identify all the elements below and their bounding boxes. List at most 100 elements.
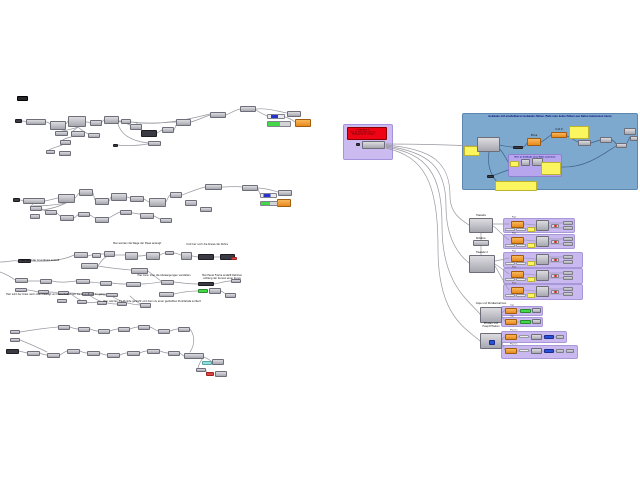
gh-component[interactable] [10, 330, 20, 334]
output-cap[interactable] [563, 221, 573, 225]
gh-component[interactable] [130, 124, 142, 130]
gh-component[interactable] [168, 351, 180, 356]
gh-component[interactable] [46, 150, 55, 154]
gh-component[interactable] [624, 128, 636, 135]
gh-component[interactable] [68, 116, 86, 127]
gh-component[interactable] [74, 252, 88, 258]
dark-component[interactable] [13, 198, 20, 202]
toggle-button[interactable] [551, 258, 559, 262]
gh-component[interactable] [178, 327, 190, 332]
gh-component[interactable] [58, 194, 75, 203]
gh-component[interactable] [59, 151, 71, 156]
dark-component[interactable] [141, 130, 157, 137]
gh-component[interactable] [242, 185, 258, 191]
gh-component[interactable] [165, 251, 174, 255]
gh-component[interactable] [107, 353, 120, 358]
output-cap[interactable] [563, 237, 573, 241]
gh-component[interactable] [185, 200, 197, 206]
gh-component[interactable] [95, 217, 109, 223]
gh-component[interactable] [30, 206, 42, 211]
green-bar[interactable] [520, 320, 531, 324]
mini-slider[interactable] [516, 262, 526, 265]
gh-component[interactable] [118, 327, 130, 332]
gh-component[interactable] [536, 220, 549, 231]
gh-component[interactable] [47, 353, 60, 358]
gh-component[interactable] [140, 213, 154, 219]
gh-component[interactable] [158, 329, 170, 334]
gh-component[interactable] [27, 351, 40, 356]
orange-component[interactable] [511, 255, 524, 262]
gh-component[interactable] [536, 270, 549, 281]
gh-component[interactable] [79, 189, 93, 196]
yellow-panel[interactable] [569, 126, 589, 139]
gh-component[interactable] [616, 143, 627, 148]
gh-component[interactable] [160, 218, 172, 223]
output-cap[interactable] [566, 349, 574, 353]
toggle-button[interactable] [551, 290, 559, 294]
gh-component[interactable] [30, 214, 40, 219]
gh-component[interactable] [126, 282, 141, 287]
orange-component[interactable] [505, 348, 517, 354]
blue-button[interactable] [544, 349, 554, 353]
toggle-button[interactable] [551, 274, 559, 278]
gh-component[interactable] [161, 280, 174, 285]
gh-component[interactable] [469, 218, 493, 233]
gh-component[interactable] [87, 351, 100, 356]
gh-component[interactable] [205, 184, 222, 190]
gh-component[interactable] [469, 255, 495, 273]
dark-component[interactable] [198, 282, 214, 286]
output-cap[interactable] [556, 349, 564, 353]
output-cap[interactable] [563, 255, 573, 259]
gh-component[interactable] [600, 137, 612, 143]
output-cap[interactable] [563, 287, 573, 291]
green-bar[interactable] [198, 289, 208, 293]
gh-component[interactable] [60, 140, 71, 145]
output-cap[interactable] [563, 242, 573, 246]
gh-component[interactable] [200, 207, 212, 212]
orange-component[interactable] [505, 308, 517, 314]
mini-slider[interactable] [516, 228, 526, 231]
gh-component[interactable] [55, 131, 68, 136]
gh-component[interactable] [106, 293, 118, 297]
color-swatch[interactable] [17, 96, 28, 101]
dark-component[interactable] [18, 259, 31, 263]
gh-component[interactable] [162, 127, 174, 133]
gh-component[interactable] [104, 116, 119, 124]
mini-slider[interactable] [505, 228, 515, 231]
dark-component[interactable] [513, 146, 523, 149]
gh-component[interactable] [104, 251, 115, 257]
gh-component[interactable] [480, 307, 502, 323]
yellow-mini-panel[interactable] [527, 261, 535, 266]
mini-slider[interactable] [505, 294, 515, 297]
output-cap[interactable] [556, 335, 564, 339]
orange-component[interactable] [527, 138, 541, 146]
gh-component[interactable] [147, 349, 160, 354]
dark-component[interactable] [6, 349, 19, 354]
cyan-bar[interactable] [202, 361, 212, 365]
orange-component[interactable] [511, 271, 524, 278]
orange-component[interactable] [505, 334, 517, 340]
gh-component[interactable] [146, 252, 160, 260]
gh-component[interactable] [287, 111, 301, 117]
orange-component[interactable] [511, 287, 524, 294]
dark-component[interactable] [356, 143, 360, 146]
gh-component[interactable] [196, 368, 206, 372]
gh-component[interactable] [184, 353, 204, 359]
gh-component[interactable] [181, 252, 192, 260]
gh-component[interactable] [50, 121, 66, 130]
gh-component[interactable] [76, 279, 90, 284]
gh-component[interactable] [92, 253, 101, 258]
dark-component[interactable] [198, 254, 214, 260]
gh-component[interactable] [532, 308, 541, 313]
dark-component[interactable] [15, 119, 22, 123]
warning-panel[interactable]: !!! WICHTIG !!! Hier die Excel Datei mit… [347, 127, 387, 140]
gh-component[interactable] [111, 193, 127, 201]
gh-component[interactable] [78, 327, 90, 332]
gh-component[interactable] [40, 279, 52, 284]
gh-component[interactable] [67, 349, 80, 354]
gh-component[interactable] [98, 329, 110, 334]
output-cap[interactable] [563, 271, 573, 275]
gh-component[interactable] [71, 131, 85, 137]
gh-component[interactable] [58, 291, 69, 295]
orange-component[interactable] [551, 132, 567, 138]
